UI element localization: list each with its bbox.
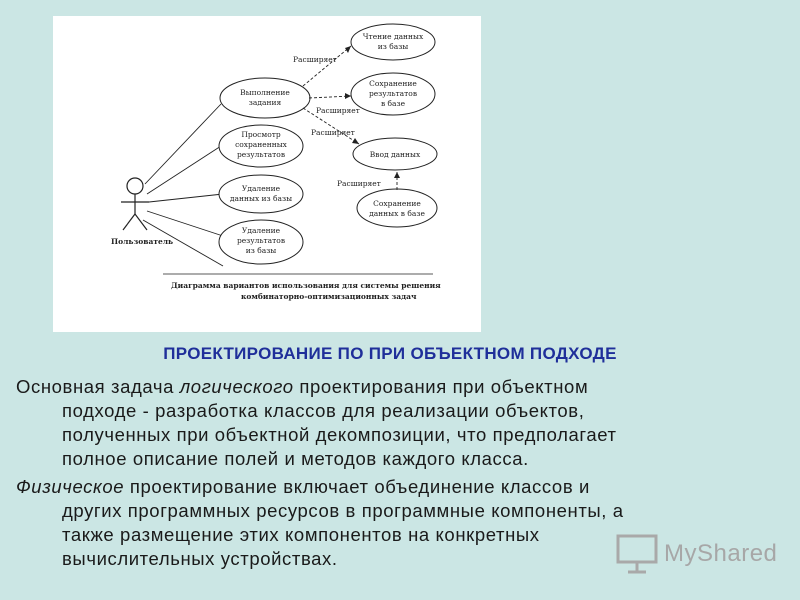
extend-label-2: Расширяет	[316, 106, 360, 115]
uc-text: Удаление	[242, 184, 281, 193]
extend-label-4: Расширяет	[337, 179, 381, 188]
uc-text: данных в базе	[369, 209, 425, 218]
uc-text: задания	[249, 98, 282, 107]
paragraph-line: подходе - разработка классов для реализа…	[62, 400, 585, 421]
emphasis-text: Физическое	[16, 476, 125, 497]
page-title: ПРОЕКТИРОВАНИЕ ПО ПРИ ОБЪЕКТНОМ ПОДХОДЕ	[163, 344, 617, 363]
uc-text: Чтение данных	[363, 32, 424, 41]
use-case-read-data	[350, 23, 436, 61]
uc-text: Ввод данных	[370, 150, 421, 159]
uc-text: сохраненных	[235, 140, 288, 149]
use-case-save-results	[350, 72, 436, 116]
paragraph-line: полученных при объектной декомпозиции, ч…	[62, 424, 617, 445]
uc-text: Сохранение	[369, 79, 417, 88]
uc-text: результатов	[369, 89, 417, 98]
diagram-caption: Диаграмма вариантов использования для си…	[171, 281, 441, 290]
uc-text: из базы	[246, 246, 277, 255]
use-case-delete-results	[218, 219, 304, 265]
use-case-diagram: Пользователь	[53, 16, 481, 332]
uc-text: данных из базы	[230, 194, 292, 203]
paragraph-line: Основная задача логического проектирован…	[16, 375, 776, 399]
uc-text: в базе	[381, 99, 406, 108]
text-run: Основная задача	[16, 376, 180, 397]
paragraph-logical-design: Основная задача логического проектирован…	[16, 375, 776, 471]
use-case-delete-data	[218, 174, 304, 214]
uc-text: результатов	[237, 150, 285, 159]
extend-label-1: Расширяет	[293, 55, 337, 64]
use-case-view-results	[218, 124, 304, 168]
uc-text: Просмотр	[241, 130, 281, 139]
watermark-text: MyShared	[664, 540, 778, 567]
actor-label: Пользователь	[111, 237, 173, 246]
use-case-save-data	[356, 188, 438, 228]
uc-text: результатов	[237, 236, 285, 245]
paragraph-line: других программных ресурсов в программны…	[62, 500, 624, 521]
paragraph-line: полное описание полей и методов каждого …	[62, 448, 529, 469]
text-run: проектирование включает объединение клас…	[124, 476, 590, 497]
uc-text: Сохранение	[373, 199, 421, 208]
presentation-board-icon	[616, 534, 658, 574]
paragraph-line: вычислительных устройствах.	[62, 548, 338, 569]
actor-figure	[121, 177, 149, 231]
paragraph-physical-design: Физическое проектирование включает объед…	[16, 475, 776, 571]
paragraph-line: также размещение этих компонентов на кон…	[62, 524, 540, 545]
uc-text: Выполнение	[240, 88, 290, 97]
extend-label-3: Расширяет	[311, 128, 355, 137]
emphasis-text: логического	[179, 376, 294, 397]
uc-text: Удаление	[242, 226, 281, 235]
use-case-input-data	[352, 137, 438, 171]
watermark: MyShared	[608, 524, 788, 580]
uc-text: из базы	[378, 42, 409, 51]
text-run: проектирования при объектном	[293, 376, 589, 397]
paragraph-line: Физическое проектирование включает объед…	[16, 475, 776, 499]
diagram-caption: комбинаторно-оптимизационных задач	[241, 292, 417, 301]
